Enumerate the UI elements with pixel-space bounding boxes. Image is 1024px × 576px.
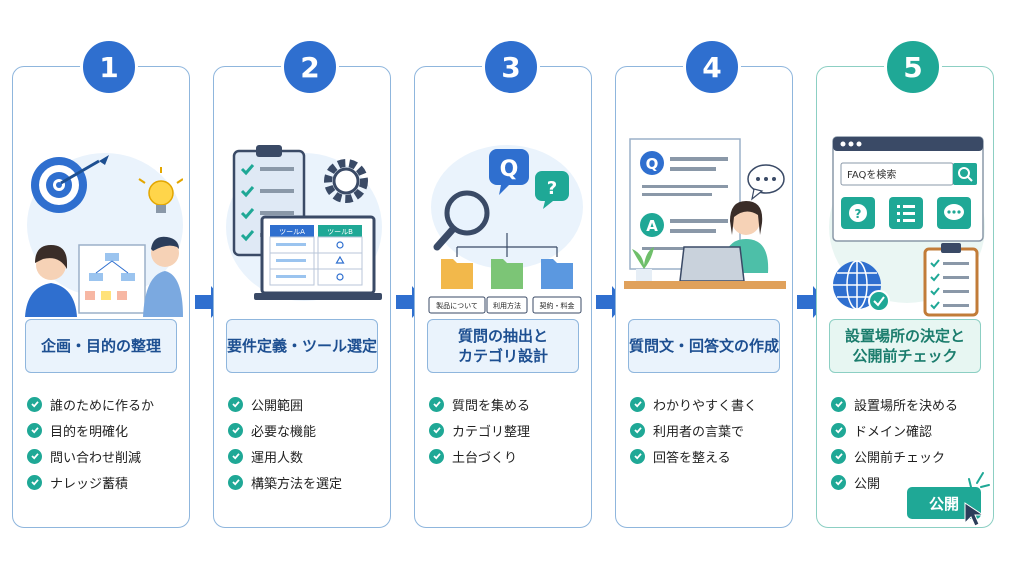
check-icon (429, 396, 444, 412)
checklist: 質問を集める カテゴリ整理 土台づくり (429, 391, 530, 469)
folder-icon (441, 259, 473, 289)
check-icon (228, 448, 243, 464)
check-icon (831, 396, 846, 412)
tool-b-label: ツールB (327, 228, 353, 236)
cursor-icon (964, 502, 985, 527)
list-item: 誰のために作るか (27, 391, 154, 417)
step-card-2: ツールA ツールB 要件定義・ツール選定 公開範囲 必要な機能 運用人数 構築方… (213, 66, 391, 528)
step-card-5: FAQを検索 ? 設置場所の決定と公開前チェック 設置場所を決 (816, 66, 994, 528)
list-item: ドメイン確認 (831, 417, 958, 443)
gear-icon (324, 159, 368, 203)
globe-icon (833, 260, 890, 312)
check-icon (630, 448, 645, 464)
check-icon (831, 448, 846, 464)
check-icon (27, 448, 42, 464)
list-item: 公開範囲 (228, 391, 342, 417)
question-bubble-icon: ? (535, 171, 569, 209)
svg-text:Q: Q (500, 157, 519, 182)
list-item: 構築方法を選定 (228, 469, 342, 495)
list-item: 土台づくり (429, 443, 530, 469)
laptop-icon: ツールA ツールB (254, 215, 382, 300)
check-icon (27, 396, 42, 412)
list-item: 目的を明確化 (27, 417, 154, 443)
checklist: わかりやすく書く 利用者の言葉で 回答を整える (630, 391, 757, 469)
whiteboard-icon (78, 244, 146, 314)
step-card-3: Q ? 製品について 利用方法 契約・料金 質問の抽出とカテゴリ設計 質問を集め… (414, 66, 592, 528)
list-item: 必要な機能 (228, 417, 342, 443)
folder-icon (541, 259, 573, 289)
search-input: FAQを検索 (847, 168, 896, 181)
list-item: 設置場所を決める (831, 391, 958, 417)
check-icon (630, 396, 645, 412)
svg-text:A: A (646, 217, 658, 235)
folder-label: 製品について (436, 301, 478, 310)
check-icon (27, 474, 42, 490)
list-item: カテゴリ整理 (429, 417, 530, 443)
folder-label: 利用方法 (493, 301, 521, 310)
step-title: 設置場所の決定と公開前チェック (829, 319, 981, 373)
check-icon (831, 474, 846, 490)
check-icon (630, 422, 645, 438)
list-item: 問い合わせ削減 (27, 443, 154, 469)
list-item: 運用人数 (228, 443, 342, 469)
check-icon (429, 448, 444, 464)
step-number: 1 (80, 38, 138, 96)
check-icon (228, 422, 243, 438)
woman-icon (25, 245, 77, 317)
man-icon (143, 236, 183, 317)
step-number: 5 (884, 38, 942, 96)
folder-icon (491, 259, 523, 289)
step-number: 2 (281, 38, 339, 96)
step-card-4: Q A 質問文・回答文の作成 わかりやすく書く 利用者の言葉で 回答を整える (615, 66, 793, 528)
list-item: 公開前チェック (831, 443, 958, 469)
chat-bubble-icon (747, 164, 785, 201)
step-card-1: 企画・目的の整理 誰のために作るか 目的を明確化 問い合わせ削減 ナレッジ蓄積 (12, 66, 190, 528)
clipboard-icon (923, 243, 979, 317)
writing-illustration: Q A (624, 138, 786, 289)
q-bubble-icon: Q (489, 149, 529, 195)
click-spark-icon (968, 472, 990, 488)
list-item: 回答を整える (630, 443, 757, 469)
check-icon (831, 422, 846, 438)
magnifier-icon (433, 190, 490, 251)
folder-label: 契約・料金 (540, 301, 575, 310)
list-item: ナレッジ蓄積 (27, 469, 154, 495)
svg-text:Q: Q (646, 155, 659, 173)
target-icon (31, 155, 109, 213)
checklist: 公開範囲 必要な機能 運用人数 構築方法を選定 (228, 391, 342, 495)
checklist: 誰のために作るか 目的を明確化 問い合わせ削減 ナレッジ蓄積 (27, 391, 154, 495)
step-title: 要件定義・ツール選定 (226, 319, 378, 373)
svg-text:?: ? (855, 207, 862, 221)
lightbulb-icon (138, 167, 183, 213)
planning-illustration (25, 153, 183, 317)
list-item: 公開 (831, 469, 958, 495)
publish-illustration: FAQを検索 ? (829, 136, 985, 317)
step-number: 4 (683, 38, 741, 96)
laptop-icon (679, 246, 745, 282)
browser-window-icon: FAQを検索 ? (832, 136, 984, 242)
check-icon (27, 422, 42, 438)
step-title: 質問文・回答文の作成 (628, 319, 780, 373)
plant-icon (632, 247, 654, 281)
step-title: 企画・目的の整理 (25, 319, 177, 373)
check-icon (228, 474, 243, 490)
tool-a-label: ツールA (279, 228, 305, 236)
check-icon (228, 396, 243, 412)
svg-text:?: ? (547, 178, 557, 199)
question-extraction-illustration: Q ? 製品について 利用方法 契約・料金 (428, 145, 583, 314)
check-icon (429, 422, 444, 438)
step-title: 質問の抽出とカテゴリ設計 (427, 319, 579, 373)
checklist: 設置場所を決める ドメイン確認 公開前チェック 公開 (831, 391, 958, 495)
list-item: わかりやすく書く (630, 391, 757, 417)
step-number: 3 (482, 38, 540, 96)
list-item: 利用者の言葉で (630, 417, 757, 443)
requirements-illustration: ツールA ツールB (226, 145, 382, 301)
list-item: 質問を集める (429, 391, 530, 417)
